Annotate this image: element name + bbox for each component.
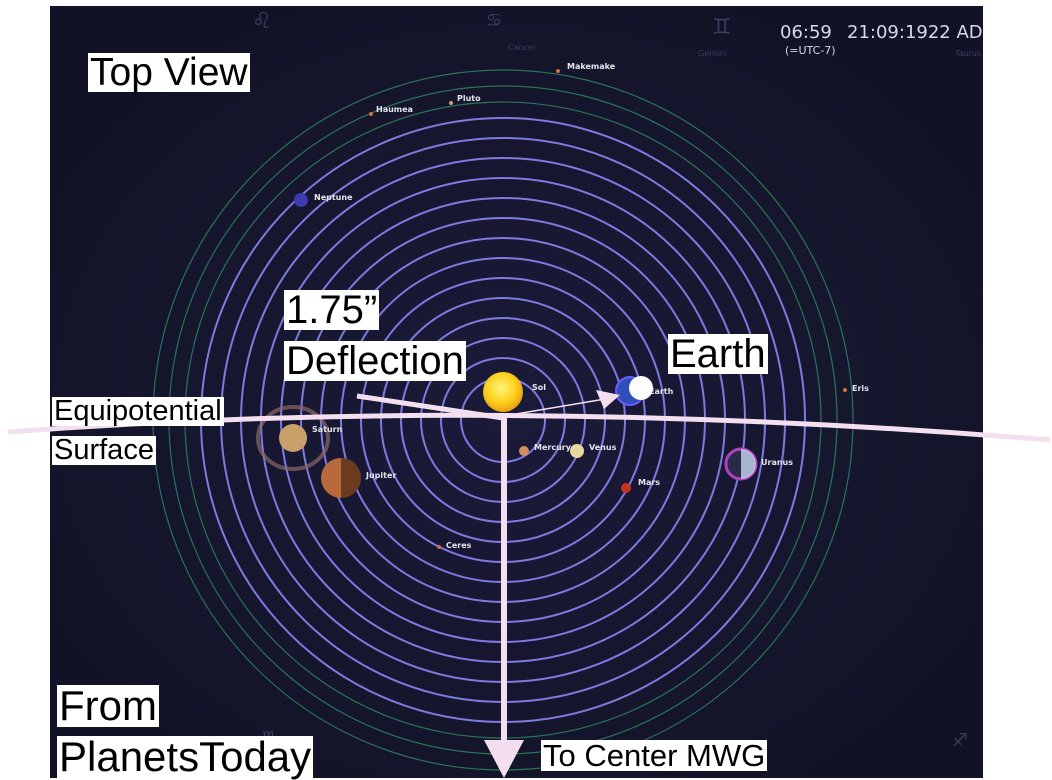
planet-label-venus: Venus (589, 443, 617, 452)
cancer-icon: ♋ (486, 10, 502, 31)
planet-label-saturn: Saturn (312, 425, 343, 434)
label-earth: Earth (668, 332, 768, 376)
sun (483, 372, 523, 412)
planet-label-uranus: Uranus (761, 458, 793, 467)
sagittarius-icon: ♐ (952, 730, 968, 751)
clock-time: 06:59 (780, 22, 832, 43)
earth-marker (629, 376, 653, 400)
label-source-2: PlanetsToday (57, 733, 314, 780)
planets: Earth Mercury Venus Mars Jupiter Saturn … (256, 62, 869, 550)
deflection-line (356, 393, 504, 421)
planet-label-haumea: Haumea (376, 105, 413, 114)
dwarf-pluto (449, 101, 453, 105)
planet-label-ceres: Ceres (446, 541, 472, 550)
earth-arrow-head (596, 390, 620, 409)
planet-label-makemake: Makemake (567, 62, 616, 71)
zodiac-label-taurus: Taurus (954, 49, 981, 58)
gemini-icon: ♊ (712, 15, 732, 40)
mwg-arrow-head (484, 740, 524, 778)
planet-label-mercury: Mercury (534, 443, 572, 452)
planet-label-eris: Eris (852, 384, 869, 393)
clock-date: 21:09:1922 AD (847, 22, 983, 43)
zodiac-label-cancer: Cancer (508, 43, 537, 52)
label-to-center-mwg: To Center MWG (541, 738, 768, 773)
dwarf-eris (843, 388, 847, 392)
label-top-view: Top View (88, 51, 250, 94)
planet-label-jupiter: Jupiter (365, 471, 396, 480)
label-deflection-word: Deflection (284, 339, 466, 383)
label-source-1: From (57, 682, 159, 729)
dwarf-haumea (369, 112, 373, 116)
planet-label-sol: Sol (532, 383, 546, 392)
dwarf-makemake (556, 69, 560, 73)
planet-neptune (294, 193, 308, 207)
planet-saturn (279, 424, 307, 452)
label-deflection-value: 1.75” (284, 288, 380, 332)
planet-label-mars: Mars (638, 478, 660, 487)
zodiac-label-gemini: Gemini (698, 49, 726, 58)
planet-mercury (519, 446, 529, 456)
leo-icon: ♌ (252, 9, 272, 34)
planet-label-earth: Earth (649, 387, 674, 396)
saturn-rings (256, 405, 330, 471)
label-equipotential-1: Equipotential (52, 395, 224, 427)
planet-mars (621, 483, 631, 493)
dwarf-ceres (437, 545, 441, 549)
clock-timezone: (=UTC-7) (785, 44, 836, 57)
planet-label-neptune: Neptune (314, 193, 353, 202)
planet-venus (570, 444, 584, 458)
planet-label-pluto: Pluto (457, 94, 481, 103)
label-equipotential-2: Surface (52, 434, 156, 466)
